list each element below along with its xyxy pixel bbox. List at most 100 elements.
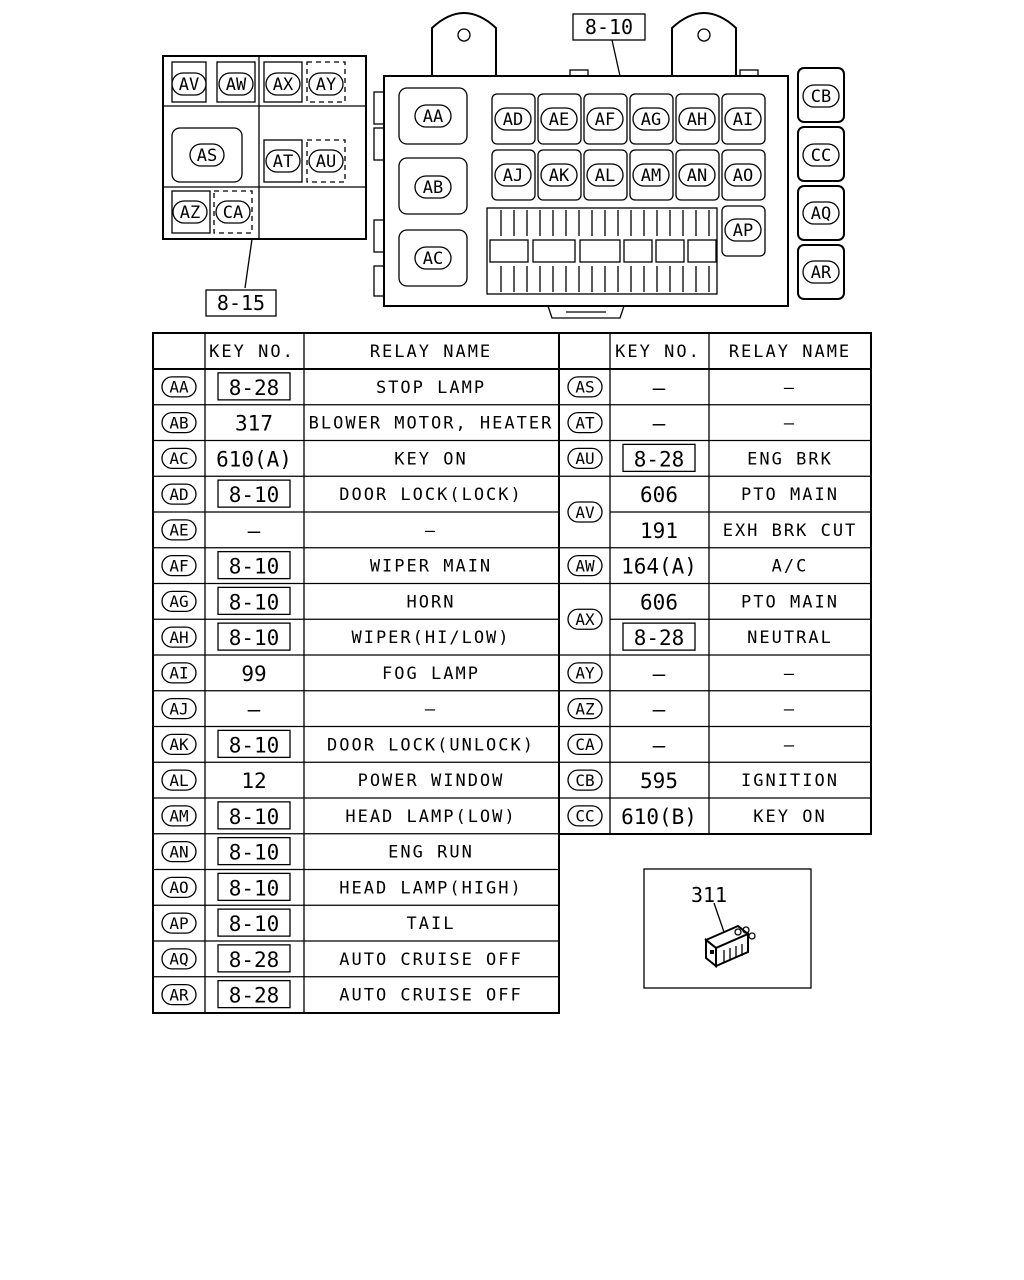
slot-ar: AR bbox=[802, 260, 840, 284]
slot-oval bbox=[678, 163, 716, 187]
slot-label: AV bbox=[575, 503, 595, 522]
slot-az: AZ bbox=[172, 200, 208, 224]
slot-label: AP bbox=[169, 914, 188, 933]
slot-oval bbox=[161, 519, 197, 541]
slot-label: CB bbox=[575, 771, 594, 790]
relay-311-label: 311 bbox=[691, 883, 727, 907]
slot-oval bbox=[802, 143, 840, 167]
slot-av: AV bbox=[171, 72, 207, 96]
slot-label: AF bbox=[595, 110, 615, 130]
slot-label: AB bbox=[423, 178, 443, 198]
key-box bbox=[217, 944, 291, 973]
slot-oval bbox=[494, 107, 532, 131]
left-header-relay-name: RELAY NAME bbox=[370, 342, 492, 362]
callout-8-15: 8-15 bbox=[205, 238, 277, 317]
slot-oval bbox=[414, 175, 452, 199]
slot-label: AS bbox=[575, 378, 594, 397]
key-no: 8-28 bbox=[229, 376, 280, 400]
key-no: 317 bbox=[235, 412, 273, 436]
slot-oval bbox=[724, 163, 762, 187]
slot-ca: CA bbox=[567, 733, 603, 756]
slot-at: AT bbox=[567, 411, 603, 434]
relay-table bbox=[152, 332, 872, 1014]
slot-oval bbox=[161, 447, 197, 470]
slot-oval bbox=[161, 983, 197, 1006]
slot-ai: AI bbox=[724, 107, 762, 131]
slot-oval bbox=[161, 876, 197, 899]
slot-label: AZ bbox=[575, 699, 595, 718]
callout-8-10: 8-10 bbox=[572, 13, 646, 77]
slot-ae: AE bbox=[161, 519, 197, 541]
slot-as: AS bbox=[189, 143, 225, 167]
relay-311-icon bbox=[704, 924, 756, 969]
slot-oval bbox=[567, 411, 603, 434]
key-no: 8-28 bbox=[229, 948, 280, 972]
key-box bbox=[622, 443, 696, 473]
relay-name: DOOR LOCK(UNLOCK) bbox=[327, 735, 535, 755]
slot-oval bbox=[161, 411, 197, 434]
relay-name: POWER WINDOW bbox=[358, 771, 505, 791]
table-row: AJ—— bbox=[153, 690, 559, 722]
slot-cc: CC bbox=[802, 143, 840, 167]
slot-oval bbox=[265, 72, 301, 96]
slot-ah: AH bbox=[161, 626, 197, 648]
slot-oval bbox=[161, 948, 197, 970]
relay-name: HEAD LAMP(HIGH) bbox=[339, 878, 523, 898]
fuse-row-top bbox=[500, 210, 710, 236]
slot-label: AO bbox=[733, 166, 753, 186]
slot-label: AY bbox=[316, 75, 336, 95]
right-header-key-no: KEY NO. bbox=[615, 342, 701, 362]
slot-label: CC bbox=[811, 146, 831, 166]
slot-oval bbox=[802, 260, 840, 284]
relay-name: KEY ON bbox=[394, 449, 467, 469]
relay-name: — bbox=[784, 378, 796, 398]
slot-ac: AC bbox=[161, 447, 197, 470]
slot-label: AX bbox=[575, 610, 595, 629]
relay-name: ENG RUN bbox=[388, 843, 474, 863]
table-row: CA—— bbox=[559, 725, 871, 757]
slot-oval bbox=[567, 376, 603, 398]
left-header-key-no: KEY NO. bbox=[209, 342, 295, 362]
key-no: 191 bbox=[640, 519, 678, 543]
relay-name: EXH BRK CUT bbox=[723, 521, 858, 541]
slot-oval bbox=[567, 805, 603, 827]
slot-am: AM bbox=[161, 805, 197, 827]
slot-oval bbox=[567, 697, 603, 720]
slot-oval bbox=[540, 163, 578, 187]
slot-label: CA bbox=[223, 203, 243, 223]
slot-ab: AB bbox=[161, 411, 197, 434]
key-no: — bbox=[248, 698, 261, 722]
slot-au: AU bbox=[567, 447, 603, 470]
relay-name: AUTO CRUISE OFF bbox=[339, 986, 523, 1006]
slot-oval bbox=[567, 501, 603, 523]
key-box bbox=[217, 908, 291, 937]
slot-oval bbox=[567, 769, 603, 791]
slot-al: AL bbox=[161, 769, 197, 791]
key-box bbox=[217, 372, 291, 401]
table-row: AZ—— bbox=[559, 690, 871, 722]
relay-name: PTO MAIN bbox=[741, 485, 839, 505]
slot-al: AL bbox=[586, 163, 624, 187]
key-no: 8-10 bbox=[229, 626, 280, 650]
relay-name: TAIL bbox=[407, 914, 456, 934]
slot-ay: AY bbox=[308, 72, 344, 96]
slot-label: AY bbox=[575, 664, 595, 683]
slot-oval bbox=[308, 72, 344, 96]
slot-label: AO bbox=[169, 878, 188, 897]
relay-name: WIPER(HI/LOW) bbox=[351, 628, 510, 648]
relay-name: — bbox=[784, 735, 796, 755]
key-no: — bbox=[653, 412, 666, 436]
slot-label: AL bbox=[595, 166, 615, 186]
slot-af: AF bbox=[586, 107, 624, 131]
slot-oval bbox=[567, 447, 603, 470]
key-box bbox=[217, 979, 291, 1009]
